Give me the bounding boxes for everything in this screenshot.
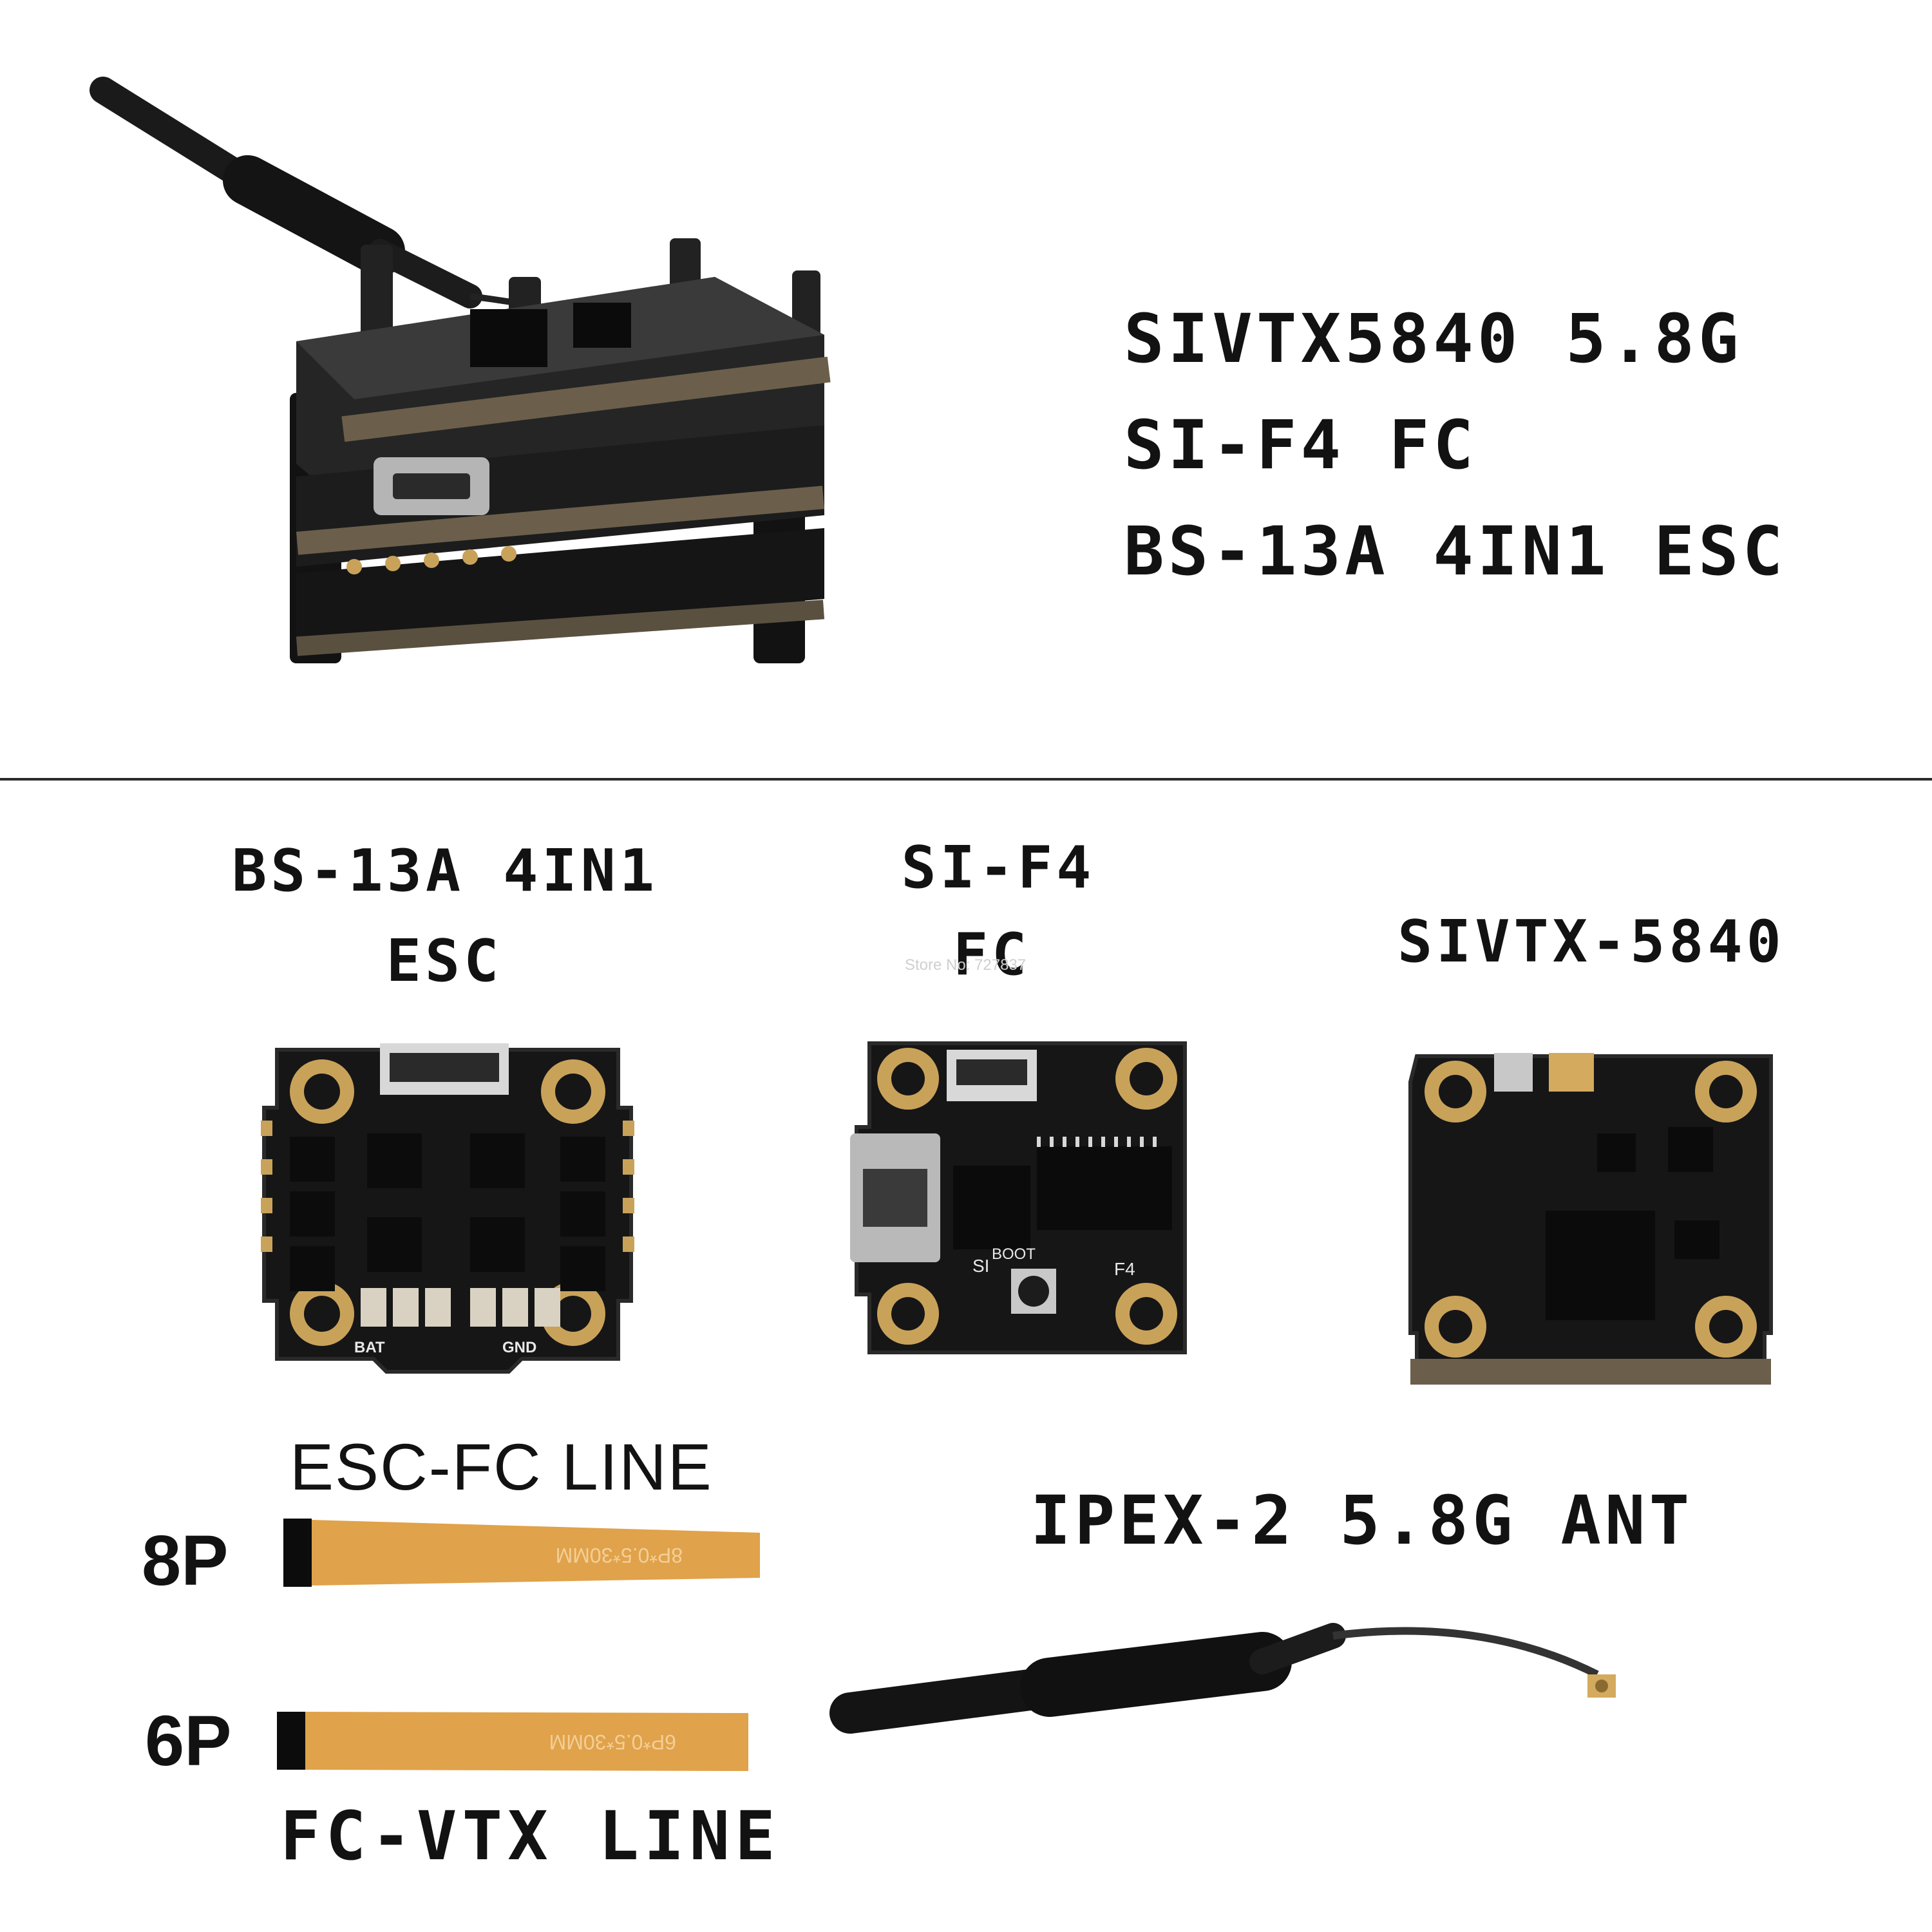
stack-assembly-photo <box>90 77 831 663</box>
hero-title-esc: BS-13A 4IN1 ESC <box>1124 512 1787 591</box>
vtx-label: SIVTX-5840 <box>1397 908 1785 976</box>
fc-f4-silk: F4 <box>1114 1259 1135 1279</box>
pin-6p-label: 6P <box>145 1701 232 1781</box>
esc-bat-silk: BAT <box>354 1339 385 1356</box>
fc-label-line1: SI-F4 <box>901 834 1095 902</box>
flex-cable-8p: 8P*0.5*30MM <box>283 1519 760 1587</box>
ipex-antenna-photo <box>829 1623 1616 1734</box>
esc-gnd-silk: GND <box>502 1339 536 1356</box>
hero-title-fc: SI-F4 FC <box>1124 406 1477 484</box>
section-divider <box>0 778 1932 781</box>
fc-boot-silk: BOOT <box>992 1245 1036 1263</box>
stack-boards <box>296 277 831 656</box>
hero-title-vtx: SIVTX5840 5.8G <box>1124 299 1743 378</box>
store-watermark: Store No: 727837 <box>905 956 1027 974</box>
flex-cable-6p-silk: 6P*0.5*30MM <box>549 1730 676 1754</box>
pin-8p-label: 8P <box>142 1521 229 1600</box>
esc-label-line1: BS-13A 4IN1 <box>232 837 659 905</box>
antenna-label: IPEX-2 5.8G ANT <box>1030 1481 1694 1560</box>
fc-board-photo: BOOT SI F4 <box>850 1041 1187 1354</box>
flex-cable-8p-silk: 8P*0.5*30MM <box>556 1544 683 1567</box>
esc-label-line2: ESC <box>386 927 503 995</box>
fc-si-silk: SI <box>972 1256 989 1276</box>
esc-fc-line-label: ESC-FC LINE <box>290 1430 713 1504</box>
flex-cable-6p: 6P*0.5*30MM <box>277 1712 748 1771</box>
esc-board-photo: BAT GND <box>261 1043 634 1374</box>
fc-vtx-line-label: FC-VTX LINE <box>280 1797 781 1875</box>
vtx-board-photo <box>1408 1053 1773 1385</box>
fc-label-line2: FC <box>952 921 1031 989</box>
